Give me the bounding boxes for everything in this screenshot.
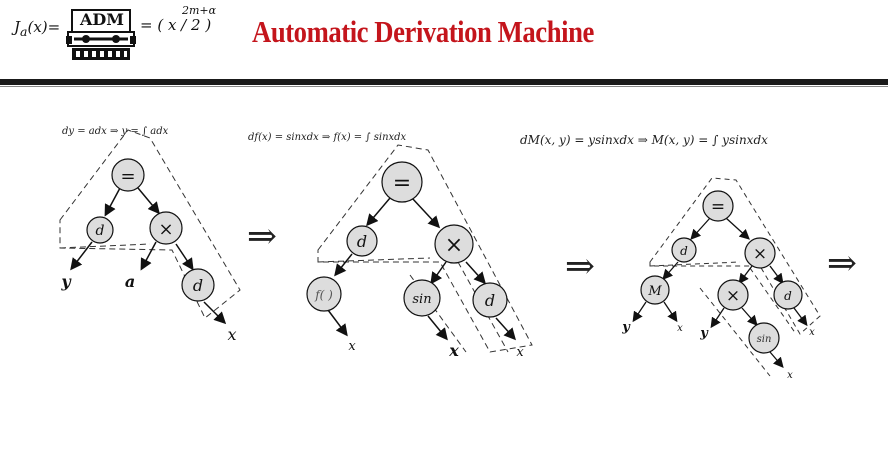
- leaf-x: x: [516, 345, 524, 360]
- node-d: d: [680, 244, 688, 258]
- node-times: ×: [753, 244, 767, 264]
- node-equals: =: [393, 171, 411, 196]
- panel-2-equation: df(x) = sinxdx ⇒ f(x) = ∫ sinxdx: [248, 132, 407, 143]
- panel-3-equation: dM(x, y) = ysinxdx ⇒ M(x, y) = ∫ ysinxdx: [520, 133, 768, 147]
- leaf-y: y: [699, 326, 709, 341]
- panel-1-equation: dy = adx ⇒ y = ∫ adx: [62, 126, 169, 137]
- node-sin: sin: [412, 292, 431, 307]
- header-divider: [0, 79, 888, 85]
- header: Ja(x)= ADM = ( x / 2 ) 2m+α Automatic De…: [0, 0, 888, 80]
- leaf-y: y: [60, 272, 72, 291]
- node-function: f( ): [314, 288, 333, 302]
- implies-arrow: ⇒: [827, 243, 857, 284]
- implies-arrow: ⇒: [565, 246, 595, 287]
- node-sin: sin: [757, 334, 772, 345]
- node-equals: =: [120, 166, 135, 187]
- leaf-x: x: [448, 341, 459, 360]
- logo-formula-left: Ja(x)=: [14, 18, 61, 39]
- node-times: ×: [158, 219, 173, 240]
- node-m: M: [647, 284, 662, 299]
- leaf-a: a: [125, 272, 135, 291]
- header-divider-thin: [0, 86, 888, 87]
- logo-formula-right: = ( x / 2 ): [140, 16, 212, 34]
- leaf-x: x: [809, 327, 815, 338]
- node-equals: =: [711, 197, 725, 217]
- implies-arrow: ⇒: [247, 216, 277, 257]
- page-title: Automatic Derivation Machine: [252, 14, 594, 49]
- leaf-x: x: [348, 339, 356, 354]
- leaf-x: x: [227, 325, 236, 344]
- panel-1: dy = adx ⇒ y = ∫ adx = d × d y a x: [59, 126, 241, 344]
- node-times: ×: [445, 233, 463, 258]
- logo-text: ADM: [80, 10, 124, 29]
- leaf-x: x: [787, 370, 793, 381]
- machine-logo-icon: [66, 9, 136, 60]
- node-d: d: [485, 291, 495, 310]
- node-d: d: [96, 223, 105, 239]
- panel-3: dM(x, y) = ysinxdx ⇒ M(x, y) = ∫ ysinxdx…: [520, 133, 821, 381]
- logo-formula-exponent: 2m+α: [182, 4, 217, 17]
- node-times: ×: [726, 286, 740, 306]
- node-d: d: [357, 232, 367, 251]
- node-d: d: [784, 289, 792, 303]
- panel-2: df(x) = sinxdx ⇒ f(x) = ∫ sinxdx = d × f…: [248, 132, 533, 360]
- node-d: d: [193, 276, 203, 295]
- leaf-y: y: [621, 320, 631, 335]
- leaf-x: x: [677, 323, 683, 334]
